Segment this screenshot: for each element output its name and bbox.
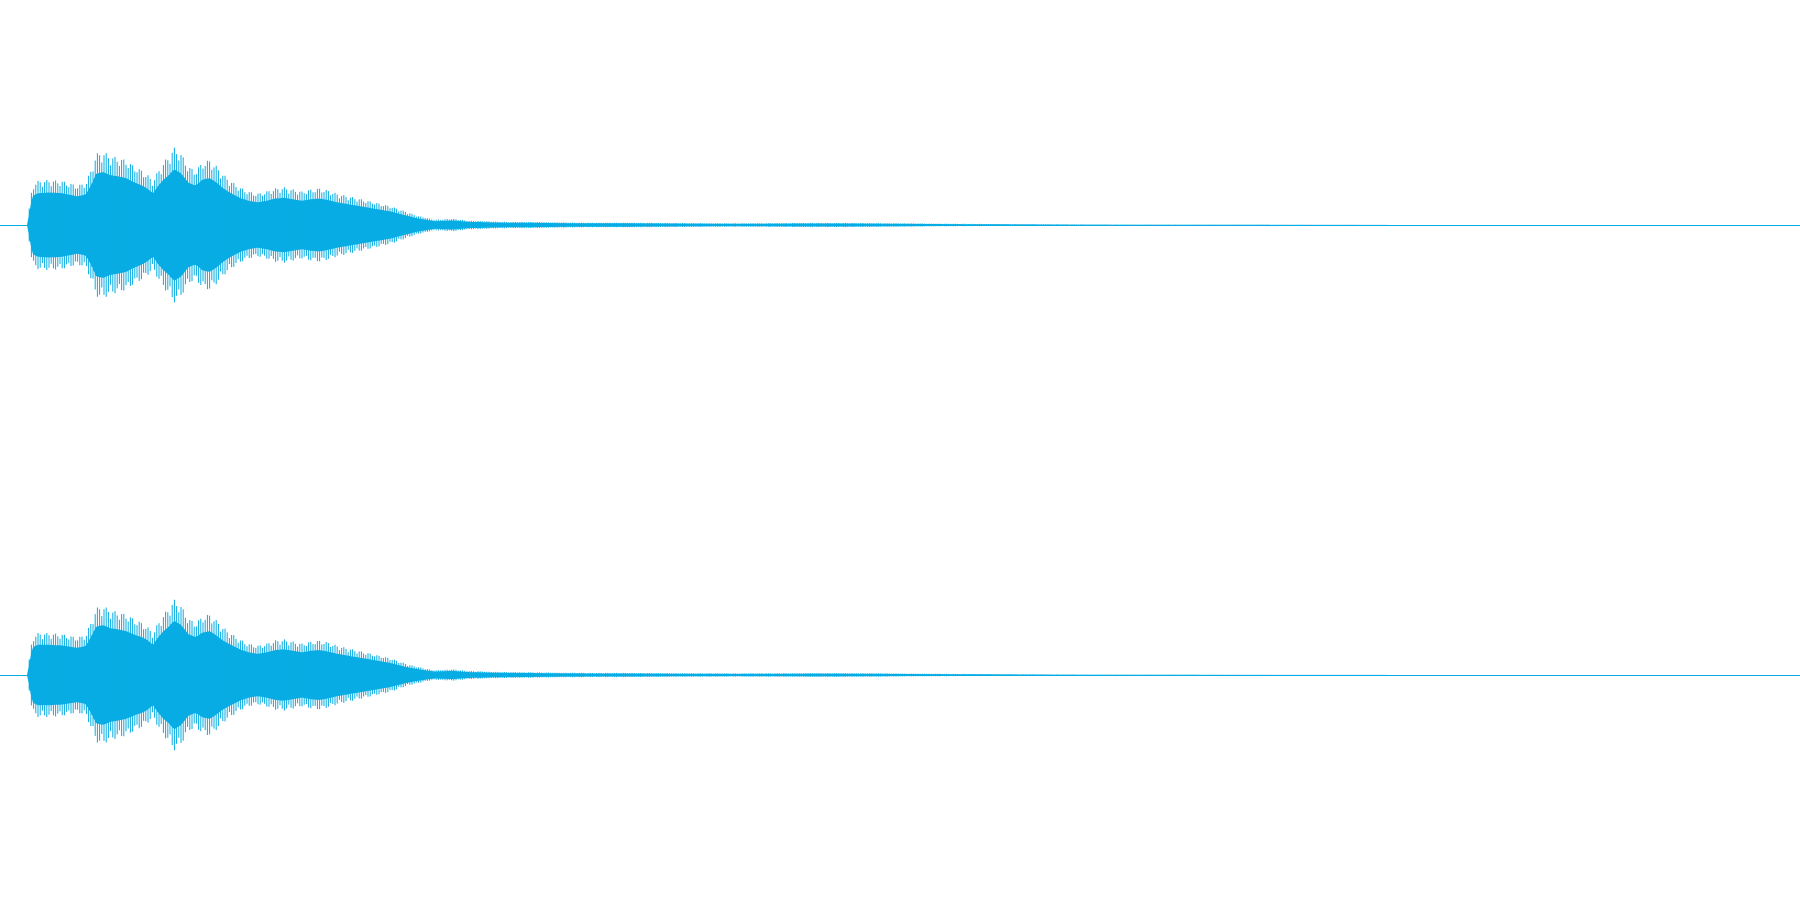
channel-2-track xyxy=(0,599,1800,751)
channel-1-waveform-oscillation xyxy=(28,147,1357,303)
channel-2-waveform-oscillation xyxy=(28,599,1269,751)
channel-1-track xyxy=(0,147,1800,303)
